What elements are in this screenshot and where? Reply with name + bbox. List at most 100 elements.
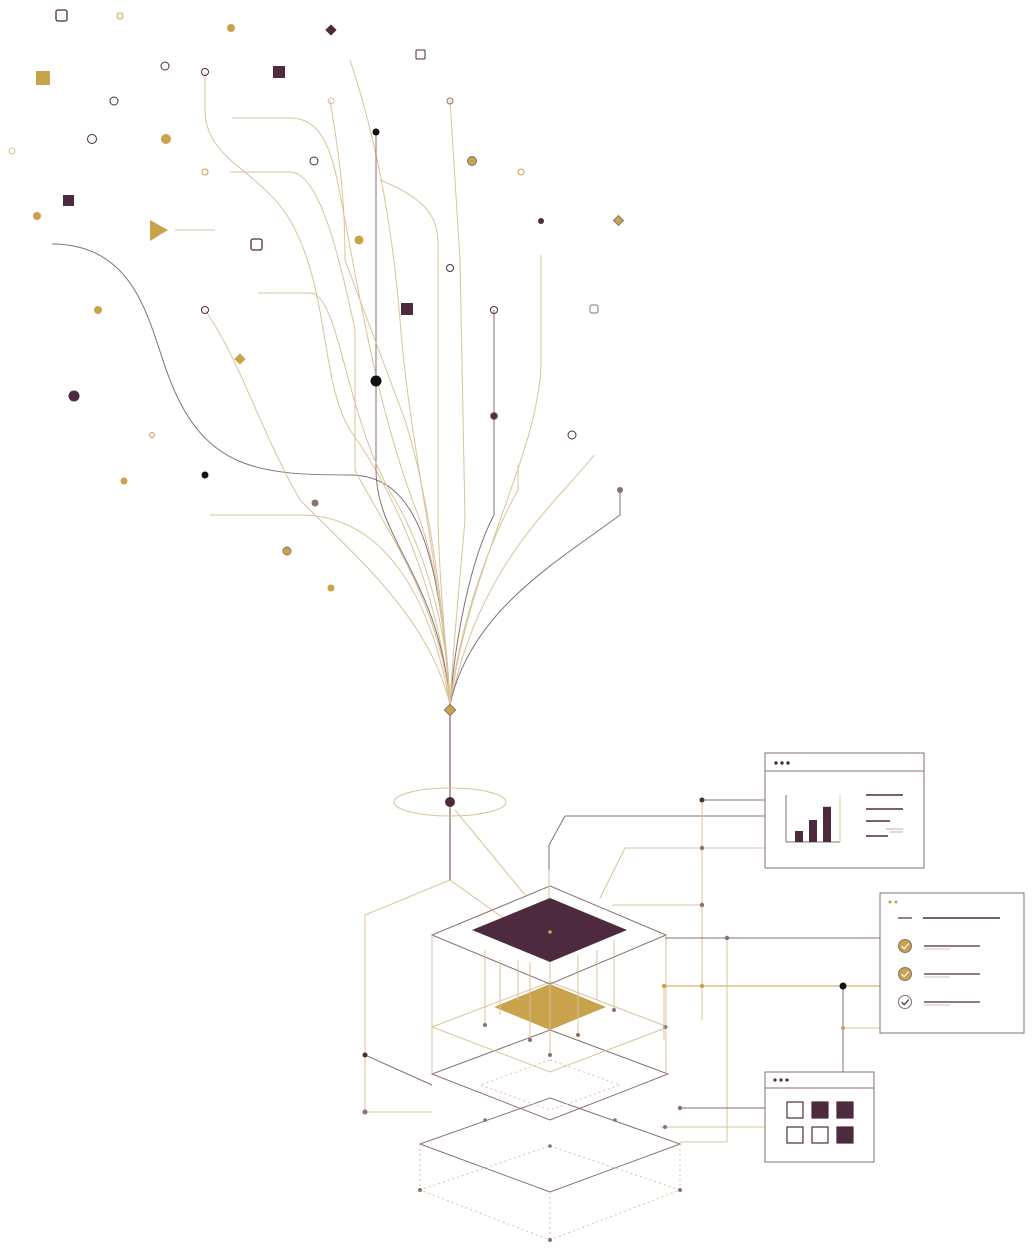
connector-dot: [362, 1109, 368, 1115]
dot-shape: [227, 24, 235, 32]
dot-shape: [538, 218, 544, 224]
circle-outline-shape: [309, 156, 319, 166]
circle-outline-shape: [149, 432, 155, 438]
checklist-rows: [898, 917, 1000, 1009]
diamond-node: [443, 703, 457, 717]
trunk-branch: [454, 809, 526, 896]
square-shape: [63, 195, 74, 206]
tile-filled: [836, 1126, 854, 1144]
route-line: [599, 847, 765, 899]
triangle-shape: [150, 220, 168, 241]
trunk: [364, 703, 526, 1055]
circle-outline-shape: [446, 97, 454, 105]
flow-line: [449, 465, 519, 706]
window-controls: [774, 761, 790, 765]
circle-outline-shape: [87, 134, 97, 144]
window-controls: [888, 900, 898, 904]
scattered-shapes: [8, 9, 625, 592]
circle-outline-shape: [109, 96, 119, 106]
flow-line: [204, 309, 451, 706]
square-shape: [273, 66, 285, 78]
orbit-ring: [393, 787, 507, 817]
circle-outline-shape: [201, 168, 209, 176]
circle-outline-shape: [160, 61, 170, 71]
routing-lines: [548, 797, 880, 1143]
circle-outline-shape: [201, 68, 209, 76]
text-placeholder-lines: [866, 794, 903, 837]
dot-shape: [68, 390, 80, 402]
checklist-item: [898, 967, 980, 981]
square-outline-shape: [589, 304, 599, 314]
dot-shape: [467, 156, 477, 166]
square-outline-shape: [415, 49, 426, 60]
circle-outline-shape: [116, 12, 124, 20]
plum-panel: [472, 898, 627, 962]
checklist-item: [898, 995, 980, 1009]
dot-shape: [327, 584, 335, 592]
checklist-window-icon: [879, 892, 1025, 1034]
bar-chart-window-icon: [764, 752, 925, 869]
dot-shape: [354, 235, 364, 245]
circle-outline-shape: [567, 430, 577, 440]
route-line: [548, 815, 765, 870]
circle-outline-shape: [201, 306, 209, 314]
flow-line: [449, 99, 466, 706]
window-frame: [764, 752, 925, 869]
tile-filled: [836, 1101, 854, 1119]
dot-shape: [372, 128, 380, 136]
trunk-branch: [364, 879, 451, 1055]
dot-shape: [282, 546, 292, 556]
square-shape: [36, 71, 50, 85]
flow-line: [232, 117, 451, 706]
checklist-item: [898, 939, 980, 953]
flow-line: [230, 171, 451, 706]
chart-bar: [795, 831, 803, 842]
dot-shape: [617, 487, 623, 493]
flow-line: [210, 514, 451, 706]
dot-shape: [490, 412, 498, 420]
stack-pins: [431, 845, 667, 1074]
tile-filled: [811, 1101, 829, 1119]
flow-line: [375, 132, 451, 706]
dot-shape: [120, 477, 128, 485]
stack-connector: [364, 1055, 432, 1113]
circle-outline-shape: [517, 168, 525, 176]
square-outline-shape: [250, 238, 263, 251]
stack-layer-3-inner: [478, 1059, 622, 1111]
chart-bar: [809, 820, 817, 842]
diamond-shape: [325, 24, 337, 36]
dot-shape: [370, 375, 382, 387]
diamond-shape: [234, 353, 246, 365]
flow-line: [449, 490, 621, 706]
flow-line: [449, 255, 542, 706]
dot-shape: [201, 471, 209, 479]
checkmark-icon: [901, 999, 910, 1006]
square-shape: [401, 303, 413, 315]
circle-outline-shape: [446, 264, 454, 272]
flow-line: [329, 99, 451, 706]
window-controls: [773, 1078, 789, 1082]
flow-line: [349, 59, 451, 706]
route-dots: [661, 797, 847, 1129]
flow-line: [204, 72, 451, 706]
connector-dot: [362, 1052, 368, 1058]
flow-line: [175, 229, 451, 706]
check-outline-icon: [898, 995, 912, 1009]
text-placeholder-lines-light: [886, 828, 903, 833]
chart-bars: [795, 806, 831, 842]
checkmark-icon: [901, 971, 910, 978]
stack-layer-2: [430, 981, 670, 1073]
dot-shape: [311, 499, 319, 507]
flow-line: [51, 243, 451, 706]
circle-outline-shape: [8, 147, 16, 155]
circle-outline-shape: [490, 306, 498, 314]
tile-empty: [786, 1126, 804, 1144]
check-filled-icon: [898, 939, 912, 953]
stack-connector: [364, 1054, 433, 1086]
dot-shape: [33, 212, 41, 220]
tile-grid-window-icon: [764, 1071, 875, 1163]
tile-empty: [786, 1101, 804, 1119]
dot-shape: [94, 306, 102, 314]
